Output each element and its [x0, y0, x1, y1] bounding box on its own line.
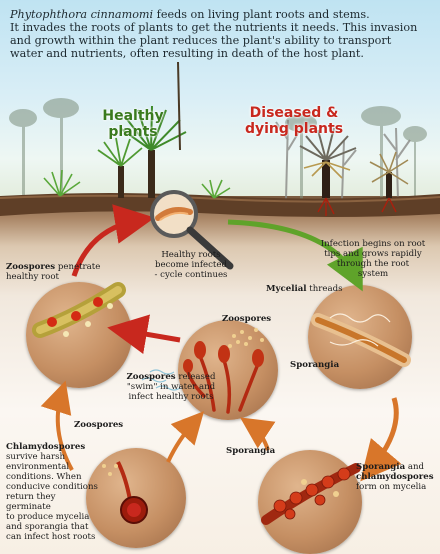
- caption-sporangia-mid-text: Sporangia: [290, 360, 339, 370]
- caption-chl-line: environmental: [6, 462, 102, 472]
- penetrated-root-art: [40, 290, 118, 337]
- caption-zoospores-top: Zoospores: [222, 314, 271, 324]
- caption-sporangia-bottom: Sporangia: [226, 446, 275, 456]
- caption-zr-line2: "swim" in water and: [116, 382, 226, 392]
- caption-mycelial-rest: threads: [307, 284, 343, 294]
- caption-sf-bold1: Sporangia: [356, 462, 405, 472]
- caption-sporangia-mid: Sporangia: [290, 360, 339, 370]
- caption-healthy-roots-line: - cycle continues: [146, 270, 236, 280]
- caption-infection: Infection begins on root tips and grows …: [312, 239, 434, 279]
- caption-sporangia-bottom-text: Sporangia: [226, 446, 275, 456]
- caption-healthy-roots-line: become infected: [146, 260, 236, 270]
- caption-chl-line: conditions. When: [6, 472, 102, 482]
- caption-sf-rest1: and: [405, 462, 424, 472]
- arrow-chlamy-to-center: [168, 420, 196, 462]
- caption-healthy-roots-line: Healthy roots: [146, 250, 236, 260]
- caption-chlamydospores: Chlamydospores survive harsh environment…: [6, 442, 102, 542]
- caption-healthy-roots: Healthy roots become infected - cycle co…: [146, 250, 236, 280]
- caption-chl-line: return they germinate: [6, 492, 102, 512]
- sporangia-mycelia-art: [266, 468, 356, 520]
- caption-zp-bold: Zoospores: [6, 262, 55, 272]
- caption-chl-line: survive harsh: [6, 452, 102, 462]
- caption-zr-rest: released: [176, 372, 216, 382]
- caption-infection-line: system: [312, 269, 434, 279]
- caption-zp-rest: penetrate: [55, 262, 100, 272]
- caption-chl-line: to produce mycelia: [6, 512, 102, 522]
- caption-zoospores-top-text: Zoospores: [222, 314, 271, 324]
- chlamydospore-art: [102, 462, 147, 523]
- caption-zr-bold: Zoospores: [126, 372, 175, 382]
- caption-infection-line: tips and grows rapidly: [312, 249, 434, 259]
- caption-infection-line: through the root: [312, 259, 434, 269]
- caption-chl-line: can infect host roots: [6, 532, 102, 542]
- mycelial-root-art: [318, 314, 404, 360]
- caption-mycelial: Mycelial threads: [266, 284, 343, 294]
- caption-infection-line: Infection begins on root: [312, 239, 434, 249]
- caption-sporangia-form: Sporangia and chlamydospores form on myc…: [356, 462, 438, 492]
- caption-zp-line2: healthy root: [6, 272, 116, 282]
- caption-zoospores-left-text: Zoospores: [74, 420, 123, 430]
- caption-chl-bold: Chlamydospores: [6, 442, 85, 452]
- caption-zoospores-penetrate: Zoospores penetrate healthy root: [6, 262, 116, 282]
- caption-zr-line3: infect healthy roots: [116, 392, 226, 402]
- caption-zoospores-left: Zoospores: [74, 420, 123, 430]
- caption-sf-bold2: chlamydospores: [356, 472, 434, 482]
- caption-chl-line: conducive conditions: [6, 482, 102, 492]
- caption-chl-line: and sporangia that: [6, 522, 102, 532]
- caption-mycelial-bold: Mycelial: [266, 284, 307, 294]
- caption-zoospores-released: Zoospores released "swim" in water and i…: [116, 372, 226, 402]
- arrow-to-sporangia: [370, 398, 396, 470]
- caption-sf-line3: form on mycelia: [356, 482, 438, 492]
- arrow-to-penetrate: [122, 330, 180, 340]
